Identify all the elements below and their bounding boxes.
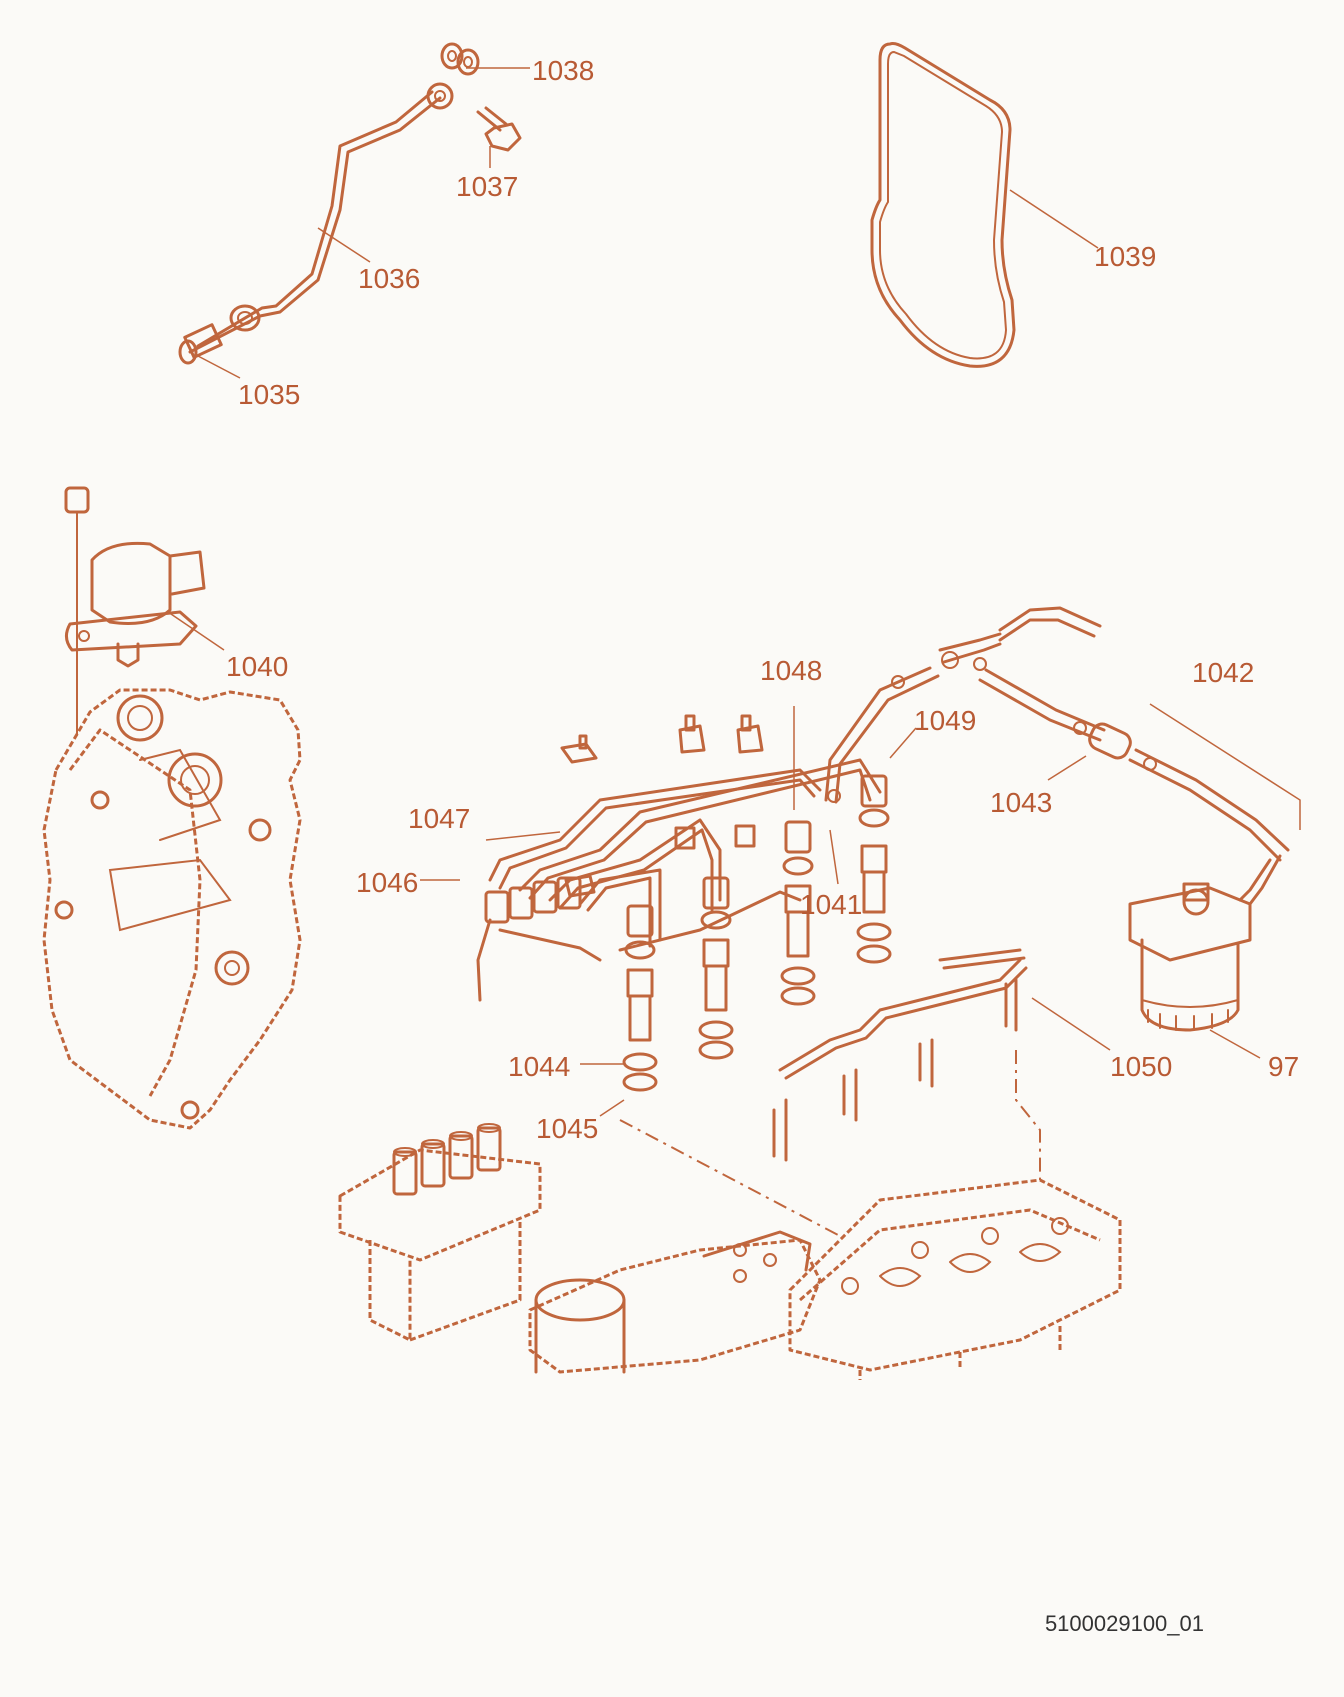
fuel-filter-97: [1128, 882, 1252, 1032]
cylinder-head: [788, 1178, 1122, 1380]
glow-plugs-1050: [772, 948, 1041, 1180]
callout-1041: 1041: [800, 889, 862, 920]
callout-1035: 1035: [238, 379, 300, 410]
callout-1040: 1040: [226, 651, 288, 682]
injection-pipes-1046-1047: [476, 714, 882, 1002]
leader-lines: [167, 67, 1301, 1117]
callout-1036: 1036: [358, 263, 420, 294]
stop-solenoid-1040: [64, 486, 206, 736]
injection-pump: [338, 1123, 542, 1342]
reference-code: 5100029100_01: [1044, 1611, 1204, 1636]
callout-1039: 1039: [1094, 241, 1156, 272]
washers-1038: [440, 42, 480, 76]
pipe-assembly-1036: [178, 82, 454, 365]
gear-case-housing: [42, 688, 302, 1130]
callout-1050: 1050: [1110, 1051, 1172, 1082]
banjo-bolt-1037: [476, 106, 522, 152]
injection-nozzles: [622, 774, 892, 1092]
callout-1044: 1044: [508, 1051, 570, 1082]
callout-1037: 1037: [456, 171, 518, 202]
callout-labels: 1038 1037 1036 1035 1039 1040 1042 1048 …: [226, 55, 1299, 1144]
crankcase: [528, 1119, 841, 1374]
callout-1046: 1046: [356, 867, 418, 898]
callout-97: 97: [1268, 1051, 1299, 1082]
callout-1045: 1045: [536, 1113, 598, 1144]
callout-1049: 1049: [914, 705, 976, 736]
callout-1042: 1042: [1192, 657, 1254, 688]
callout-1047: 1047: [408, 803, 470, 834]
fuel-hoses-1042: [824, 606, 1290, 906]
callout-1043: 1043: [990, 787, 1052, 818]
callout-1038: 1038: [532, 55, 594, 86]
callout-1048: 1048: [760, 655, 822, 686]
gasket-1039: [870, 42, 1016, 368]
